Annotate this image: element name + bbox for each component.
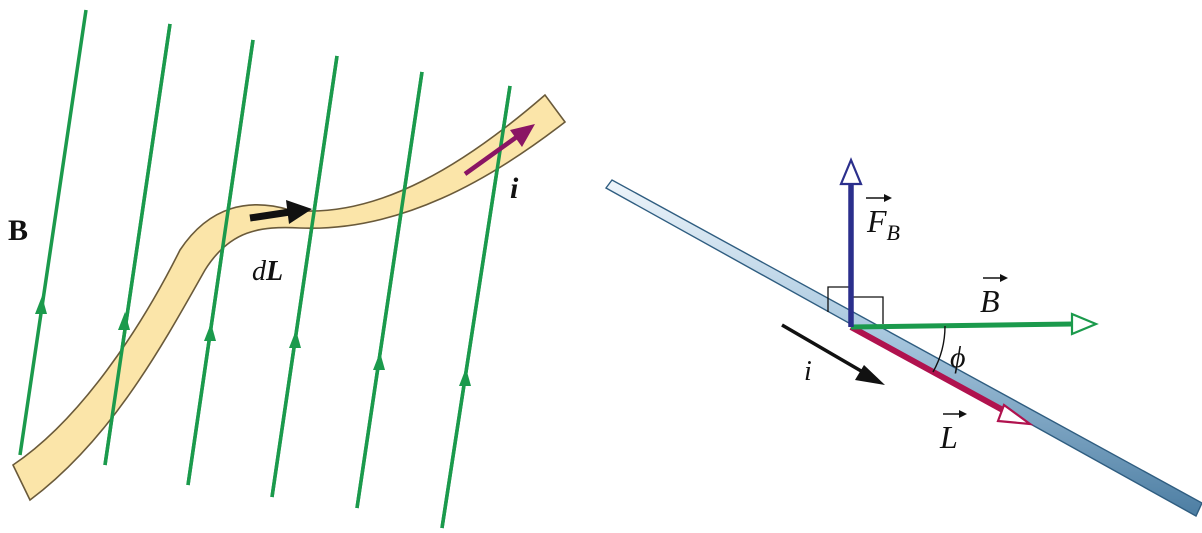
field-vector: [850, 312, 1099, 336]
force-label-text: FB: [866, 203, 900, 245]
element-label-l: L: [265, 256, 283, 287]
length-vector: [849, 324, 1034, 426]
current-arrow: [463, 124, 535, 176]
field-label-overarrow: [983, 274, 1008, 282]
force-label-subscript: B: [887, 220, 900, 245]
force-vector: [839, 157, 863, 327]
left-diagram: B dL i: [8, 9, 567, 529]
field-arrowheads: [35, 296, 471, 386]
curved-wire: [11, 93, 567, 502]
straight-wire: [604, 179, 1202, 517]
force-label-overarrow: [866, 194, 892, 202]
field-line-front: [103, 23, 172, 466]
field-line-front: [355, 71, 424, 509]
length-label: L: [939, 410, 967, 455]
length-label-text: L: [939, 419, 958, 455]
angle-label: ϕ: [950, 341, 966, 374]
angle-arc: [932, 325, 946, 373]
field-line-front: [186, 39, 255, 486]
field-line: [18, 9, 88, 456]
current-arrow-right: [781, 323, 885, 385]
field-line-front: [270, 55, 339, 498]
element-label: dL: [252, 256, 283, 287]
force-label: FB: [866, 194, 900, 245]
field-label-text: B: [980, 283, 1000, 319]
current-label-right: i: [804, 356, 812, 387]
right-diagram: FB B L ϕ i: [604, 157, 1202, 517]
field-label-vector: B: [980, 274, 1008, 319]
dl-arrow: [249, 200, 312, 224]
field-arrowhead: [35, 296, 47, 314]
element-label-d: d: [252, 256, 267, 287]
field-line-front: [440, 85, 512, 529]
right-angle-marker: [827, 286, 884, 324]
current-label-left: i: [510, 172, 519, 205]
field-label-b: B: [8, 214, 28, 247]
field-lines-front: [103, 23, 512, 529]
length-label-overarrow: [943, 410, 967, 418]
